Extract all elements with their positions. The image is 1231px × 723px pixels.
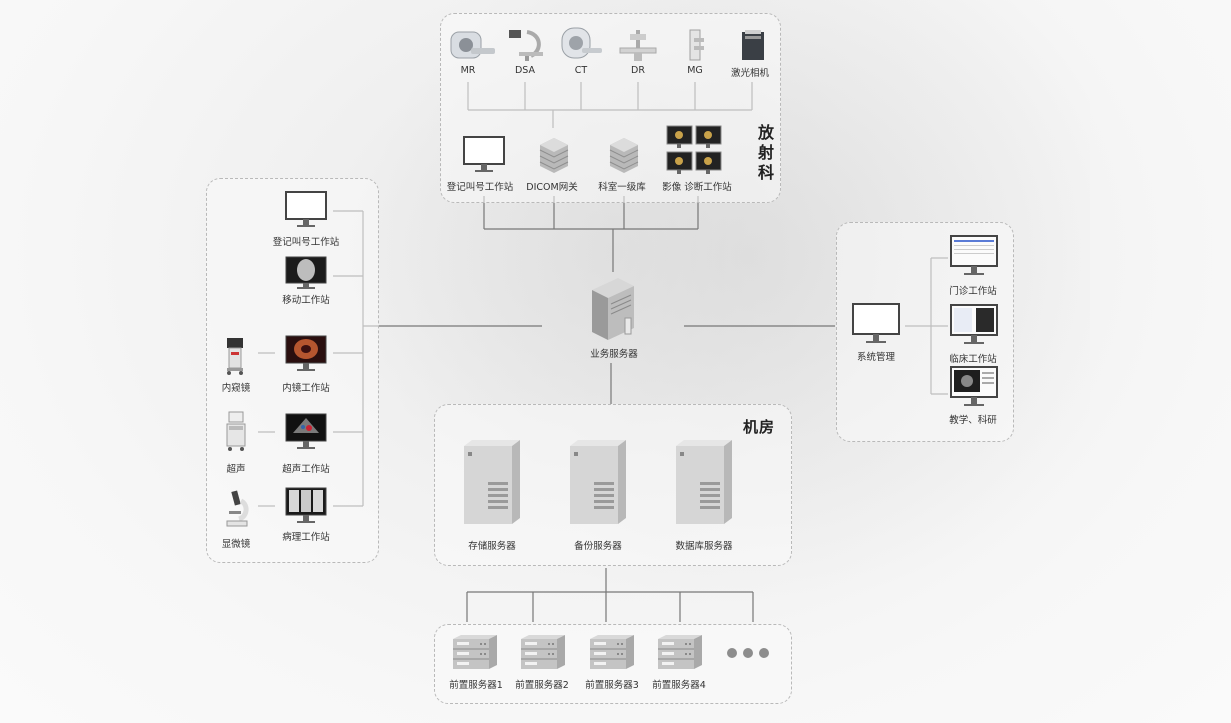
right-system-management: 系统管理 — [856, 352, 896, 363]
front-server-label-3: 前置服务器3 — [585, 680, 639, 691]
rack-server-icon — [453, 635, 497, 669]
gateway-stack-icon — [539, 138, 569, 173]
left-ws-registration: 登记叫号工作站 — [272, 237, 340, 248]
backup-server-icon — [570, 440, 626, 524]
rack-server-icon — [590, 635, 634, 669]
left-ws-ultrasound: 超声工作站 — [282, 464, 330, 475]
modality-label-laser-camera: 激光相机 — [730, 68, 770, 79]
ultrasound-device-icon — [226, 411, 246, 451]
monitor-icon — [852, 303, 900, 343]
server-label-backup: 备份服务器 — [574, 541, 622, 552]
endoscope-monitor-icon — [285, 335, 327, 371]
pathology-monitor-icon — [285, 487, 327, 523]
quad-monitor-icon — [666, 125, 722, 174]
dsa-machine-icon — [509, 30, 543, 61]
modality-label-dsa: DSA — [514, 65, 536, 76]
modality-label-dr: DR — [631, 65, 645, 76]
front-server-label-1: 前置服务器1 — [449, 680, 503, 691]
machine-room-title: 机房 — [743, 418, 776, 436]
device-label-ultrasound: 超声 — [226, 464, 246, 475]
radiology-ws-registration: 登记叫号工作站 — [446, 182, 514, 193]
radiology-ws-dept-archive: 科室一级库 — [598, 182, 646, 193]
left-ws-endoscopy: 内镜工作站 — [282, 383, 330, 394]
mobile-workstation-icon — [285, 256, 327, 289]
teaching-monitor-icon — [950, 366, 998, 406]
dr-xray-icon — [619, 30, 657, 61]
rack-server-icon — [521, 635, 565, 669]
microscope-icon — [226, 490, 249, 527]
business-server-icon — [592, 278, 634, 340]
ultrasound-monitor-icon — [285, 413, 327, 449]
right-ws-teaching-research: 教学、科研 — [949, 415, 997, 426]
business-server-label: 业务服务器 — [590, 349, 638, 360]
radiology-panel — [440, 13, 781, 203]
storage-server-icon — [464, 440, 520, 524]
clinical-monitor-icon — [950, 304, 998, 344]
left-ws-pathology: 病理工作站 — [282, 532, 330, 543]
endoscope-cart-icon — [227, 338, 243, 375]
database-server-icon — [676, 440, 732, 524]
radiology-ws-diagnosis: 影像 诊断工作站 — [662, 182, 732, 193]
device-label-endoscope: 内窥镜 — [221, 383, 251, 394]
radiology-ws-dicom-gateway: DICOM网关 — [526, 182, 578, 193]
front-server-label-4: 前置服务器4 — [652, 680, 706, 691]
right-ws-clinical: 临床工作站 — [949, 354, 997, 365]
front-server-label-2: 前置服务器2 — [515, 680, 569, 691]
laser-camera-icon — [742, 30, 764, 60]
right-ws-outpatient: 门诊工作站 — [949, 286, 997, 297]
ct-scanner-icon — [561, 27, 602, 59]
modality-label-ct: CT — [574, 65, 588, 76]
server-label-storage: 存储服务器 — [468, 541, 516, 552]
server-label-database: 数据库服务器 — [675, 541, 733, 552]
device-label-microscope: 显微镜 — [221, 539, 251, 550]
radiology-title: 放射科 — [755, 124, 774, 184]
outpatient-monitor-icon — [950, 235, 998, 275]
archive-stack-icon — [609, 138, 639, 173]
left-ws-mobile: 移动工作站 — [282, 295, 330, 306]
modality-label-mg: MG — [687, 65, 703, 76]
monitor-icon — [463, 136, 505, 172]
rack-server-icon — [658, 635, 702, 669]
monitor-icon — [285, 191, 327, 227]
mg-mammography-icon — [689, 29, 704, 61]
modality-label-mr: MR — [460, 65, 476, 76]
mr-scanner-icon — [450, 31, 495, 59]
more-ellipsis-icon — [727, 648, 769, 658]
